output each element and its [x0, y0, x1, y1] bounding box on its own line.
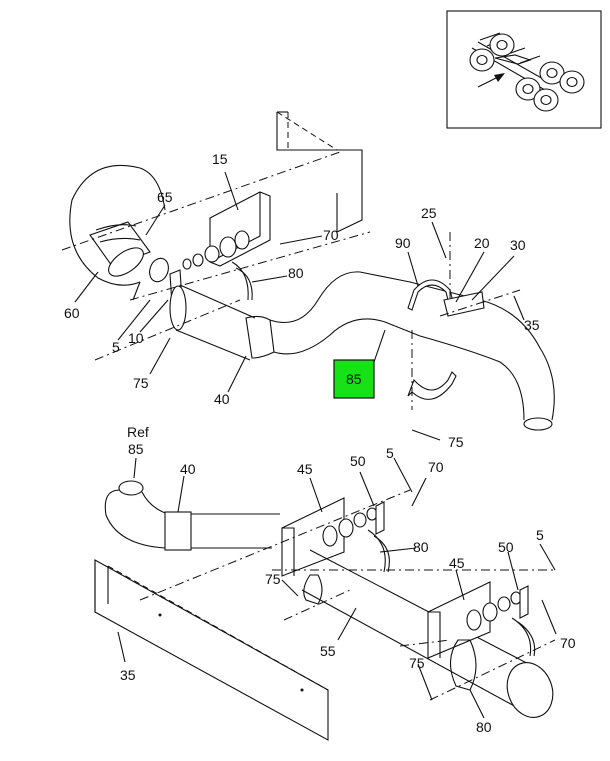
turbo-housing	[69, 164, 166, 301]
clamp-80-right	[511, 617, 536, 657]
callout-35: 35	[120, 667, 136, 683]
callout-labels: 15 65 70 80 60 5 10 75 40 25 90 20 30 35…	[64, 151, 576, 735]
leader-lines	[74, 171, 557, 719]
callout-15: 15	[212, 151, 228, 167]
pipe-40-top	[169, 284, 275, 361]
callout-85-highlighted: 85	[346, 371, 362, 387]
callout-80: 80	[288, 265, 304, 281]
callout-45: 45	[449, 555, 465, 571]
locator-inset	[446, 10, 602, 129]
callout-60: 60	[64, 305, 80, 321]
highlighted-part-box[interactable]	[333, 359, 375, 399]
callout-5: 5	[386, 445, 394, 461]
callout-70: 70	[428, 459, 444, 475]
callout-90: 90	[395, 235, 411, 251]
callout-55: 55	[320, 643, 336, 659]
callout-20: 20	[474, 235, 490, 251]
frame-rail-bottom	[94, 559, 329, 741]
sleeve-60-65	[89, 221, 151, 277]
bottom-assembly	[94, 480, 556, 741]
callout-75: 75	[133, 375, 149, 391]
callout-25: 25	[421, 205, 437, 221]
callout-75: 75	[265, 571, 281, 587]
callout-35: 35	[524, 317, 540, 333]
callout-80: 80	[476, 719, 492, 735]
clamp-80-top	[231, 261, 253, 301]
vehicle-frame-icon	[469, 32, 585, 112]
callout-85-ref: 85	[128, 441, 144, 457]
isolator-top	[182, 230, 250, 270]
elbow-pipe-bottom	[104, 480, 280, 551]
callout-45: 45	[297, 461, 313, 477]
callout-30: 30	[510, 237, 526, 253]
callout-80: 80	[413, 539, 429, 555]
callout-40: 40	[214, 391, 230, 407]
callout-40: 40	[180, 461, 196, 477]
bracket-45-lower	[427, 581, 529, 659]
callout-50: 50	[350, 453, 366, 469]
callout-75: 75	[448, 434, 464, 450]
callout-75: 75	[409, 655, 425, 671]
frame-rail-top	[276, 111, 363, 233]
callout-70: 70	[560, 635, 576, 651]
location-arrow-icon	[477, 73, 505, 88]
bracket-45-upper	[281, 497, 385, 577]
callout-10: 10	[128, 330, 144, 346]
callout-65: 65	[157, 189, 173, 205]
callout-70: 70	[323, 227, 339, 243]
pipe-55	[301, 549, 554, 718]
callout-5: 5	[536, 527, 544, 543]
clamp-90-lower	[407, 371, 457, 400]
callout-50: 50	[498, 539, 514, 555]
callout-ref: Ref	[127, 424, 149, 440]
callout-5: 5	[112, 339, 120, 355]
